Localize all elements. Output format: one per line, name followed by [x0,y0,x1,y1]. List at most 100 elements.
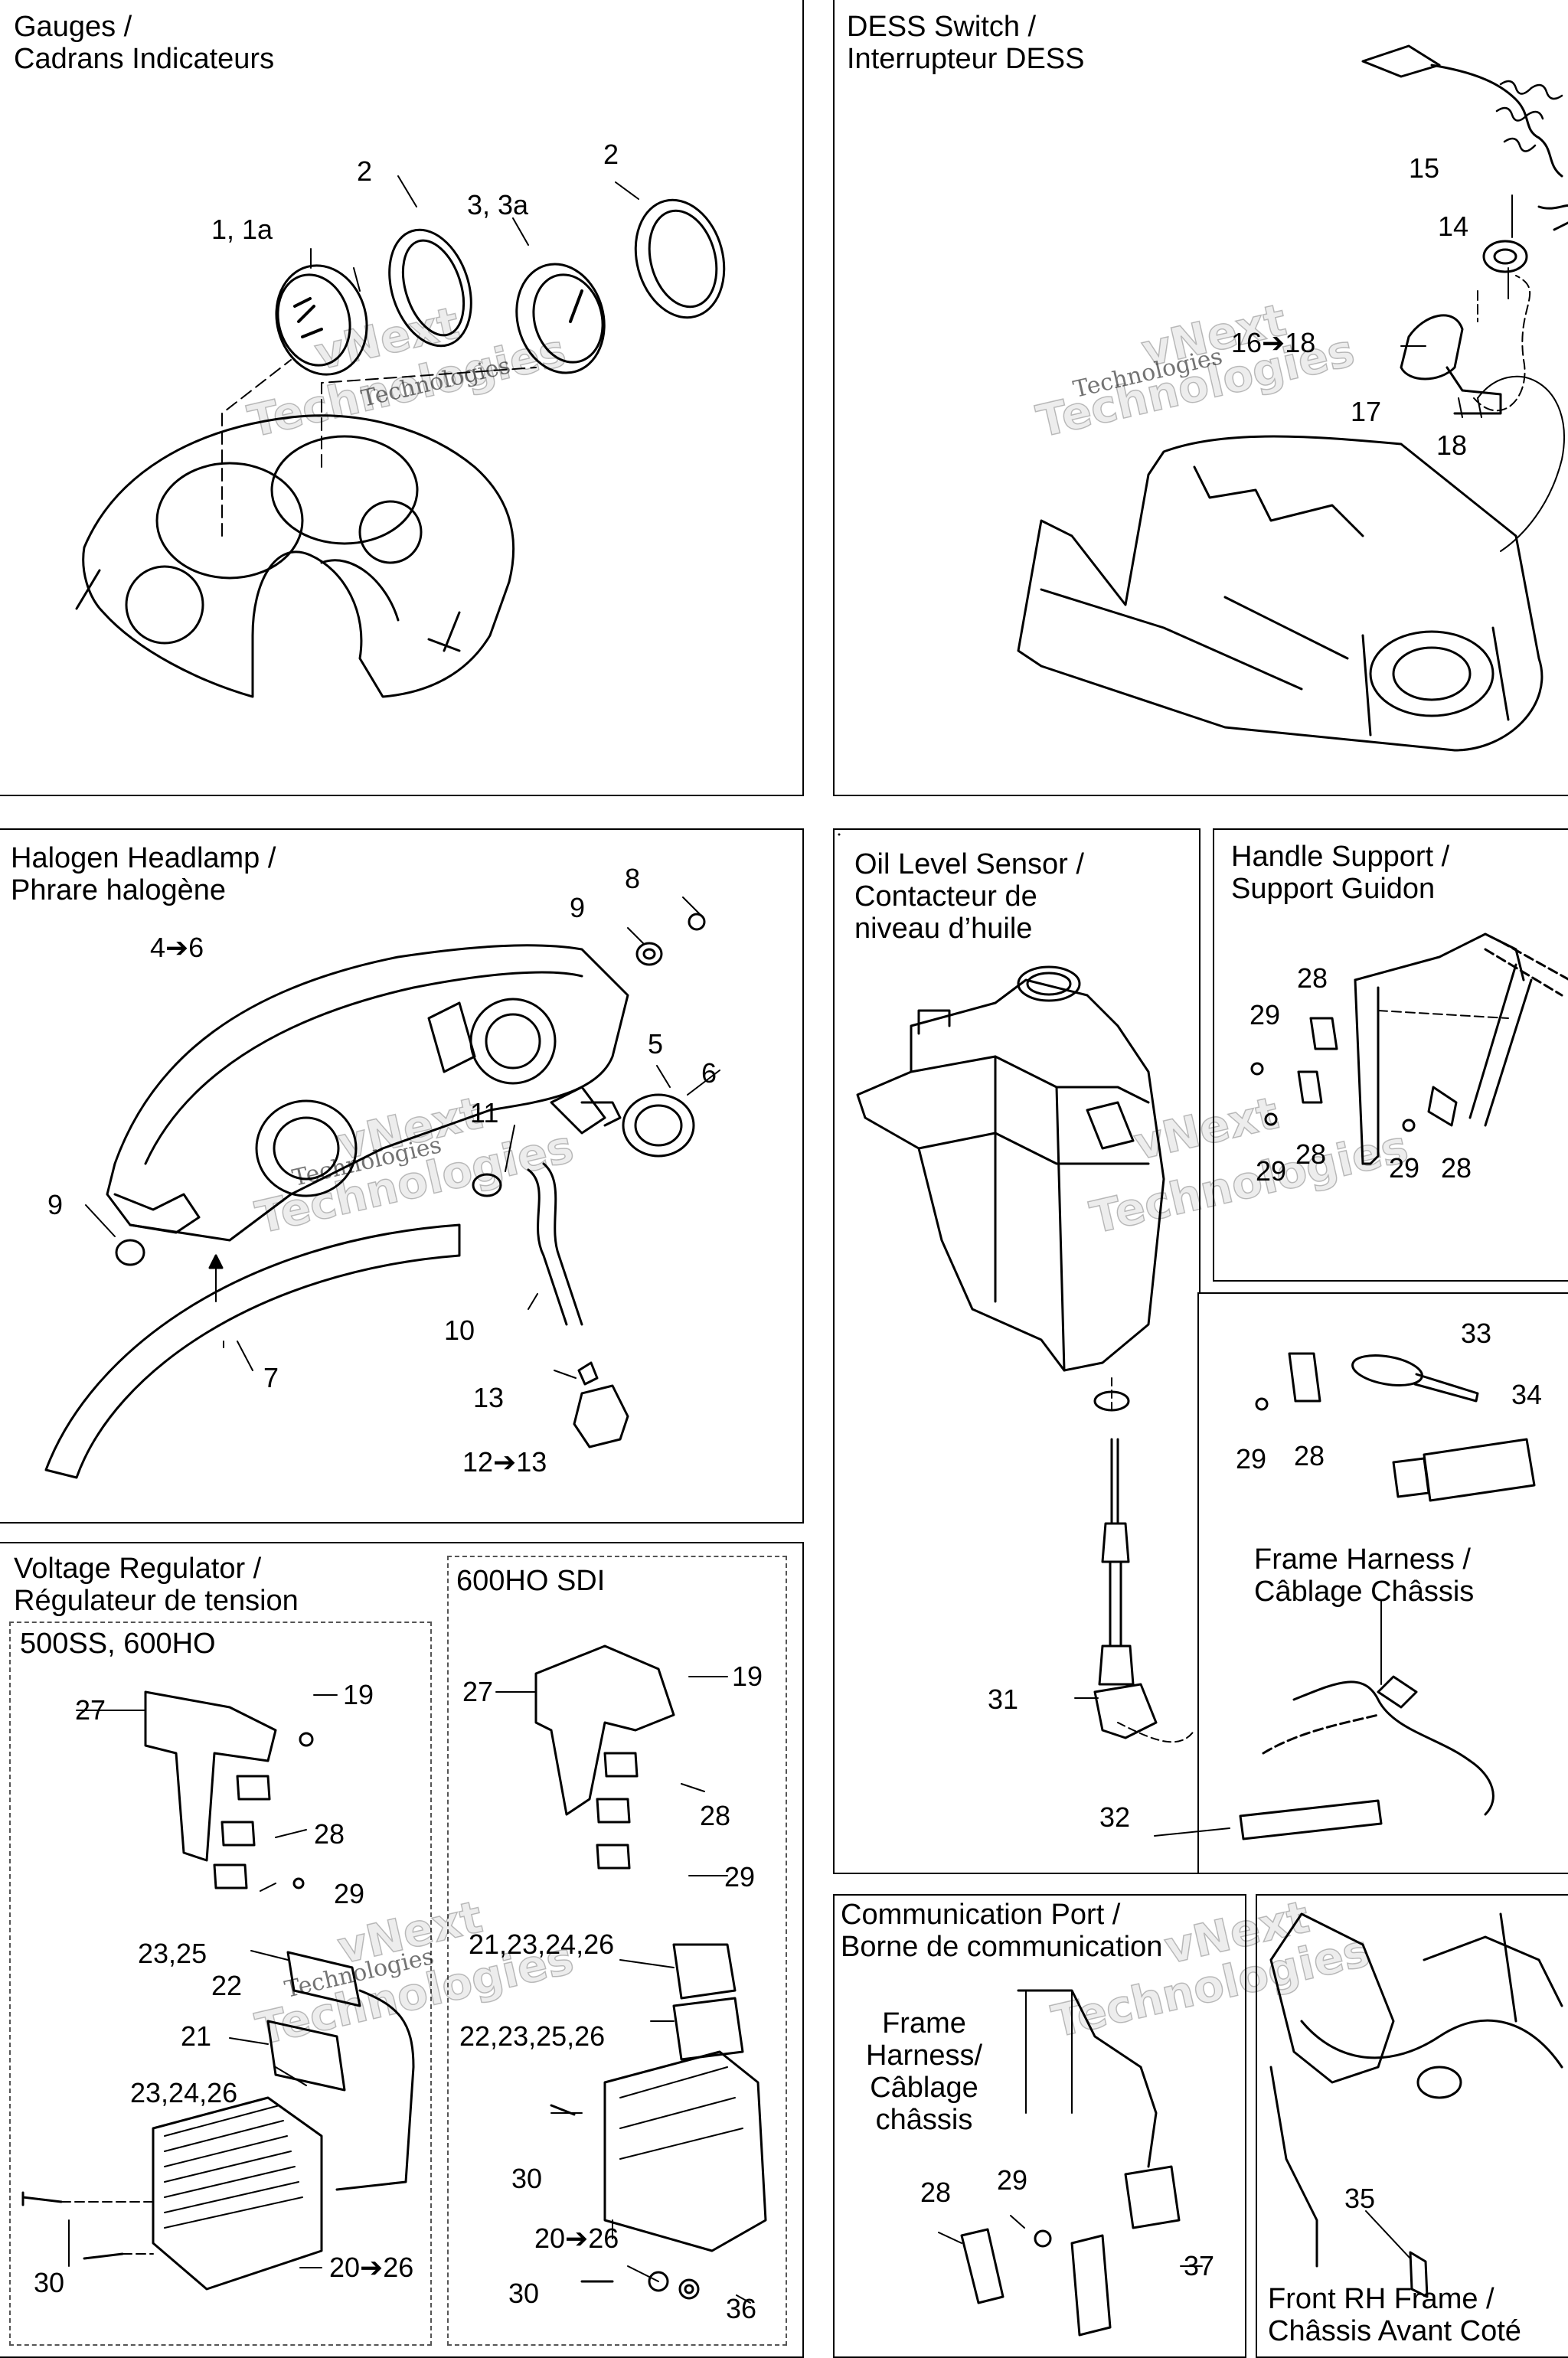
callout-28-b: 28 [1295,1138,1327,1170]
headlamp-title: Halogen Headlamp / Phrare halogène [11,842,276,906]
headlamp-bulb [550,1086,622,1135]
regulator-clips-600 [596,1752,639,1870]
oil-reservoir-tank [856,965,1165,1372]
callout-37: 37 [1184,2250,1215,2281]
callout-30-600-a: 30 [511,2163,543,2194]
callout-2-right: 2 [603,139,619,170]
regulator-bracket-600 [534,1644,675,1816]
gauges-title: Gauges / Cadrans Indicateurs [14,11,275,75]
callout-15: 15 [1409,152,1440,184]
frame-edge-trim [1409,2251,1429,2298]
callout-28-a: 28 [1297,962,1328,994]
callout-29-b: 29 [1256,1155,1287,1187]
callout-18: 18 [1436,429,1468,461]
frame-harness-title: Frame Harness / Câblage Châssis [1254,1543,1475,1608]
headlamp-vent-tube [527,1162,583,1326]
callout-33: 33 [1461,1318,1492,1349]
oil-title: Oil Level Sensor / Contacteur de niveau … [854,848,1084,945]
regulator-connectors-600 [672,1943,744,2061]
bolts-500 [21,1732,314,2260]
callout-29-500: 29 [334,1878,365,1909]
callout-28-c: 28 [1441,1152,1472,1184]
comm-connector [1070,2165,1181,2337]
regulator-connectors-500 [266,1951,415,2191]
callout-11: 11 [470,1097,499,1128]
callout-29-c: 29 [1389,1152,1420,1184]
gauge-bezel-housing [75,414,515,698]
callout-29-600: 29 [724,1861,756,1893]
callout-29-a: 29 [1250,999,1281,1030]
callout-28-ties: 28 [1294,1440,1325,1471]
regulator-clips-500 [213,1775,271,1889]
callout-30-500: 30 [34,2267,65,2298]
callout-4-6: 4➔6 [150,932,204,963]
callout-20-26-500: 20➔26 [329,2252,414,2283]
gauge-ring-left [388,228,472,348]
handle-clips [1250,1017,1458,1132]
headlamp-retainer [622,1093,695,1158]
callout-16-18: 16➔18 [1231,327,1316,358]
callout-19-600: 19 [732,1661,763,1692]
callout-23-25-500: 23,25 [138,1938,207,1969]
callout-10: 10 [444,1315,475,1346]
headlamp-housing [106,944,629,1242]
headlamp-grommets [115,913,706,1266]
callout-17: 17 [1351,396,1382,427]
harness-sleeve [1239,1799,1383,1840]
callout-28-comm: 28 [920,2177,952,2208]
frame-harness-panel [1197,1528,1568,1874]
frame-harness-cable [1262,1675,1494,1816]
oil-level-sensor [1093,1390,1158,1739]
clip-bracket [1255,1352,1321,1411]
front-rh-title: Front RH Frame / Châssis Avant Coté [1268,2283,1521,2347]
callout-1-1a: 1, 1a [211,214,273,245]
dess-switch-body [1400,314,1502,418]
voltage-panel [0,1542,804,2358]
callout-6: 6 [701,1057,717,1089]
sub-600-box [447,1556,787,2346]
voltage-regulator-500 [152,2096,323,2291]
callout-31: 31 [988,1684,1019,1715]
handle-panel [1213,828,1568,1282]
callout-5: 5 [648,1028,664,1060]
handle-title: Handle Support / Support Guidon [1231,841,1450,905]
headlamp-connector [573,1361,629,1448]
callout-28-500: 28 [314,1818,345,1850]
callout-21-500: 21 [181,2020,212,2052]
callout-14: 14 [1438,211,1469,242]
callout-7: 7 [263,1362,279,1393]
headlamp-lens-trim [44,1223,461,1479]
callout-23-24-26-500: 23,24,26 [130,2077,238,2108]
callout-19-500: 19 [343,1679,374,1710]
cable-tie [1351,1354,1479,1403]
callout-35: 35 [1344,2183,1376,2214]
callout-22-23-25-26-600: 22,23,25,26 [459,2020,606,2052]
callout-20-26-600: 20➔26 [534,2222,619,2254]
callout-21-23-24-26-600: 21,23,24,26 [469,1929,615,1960]
front-rh-frame [1269,1912,1563,2268]
comm-harness-cable [1017,1989,1158,2168]
speedometer-gauge [515,263,606,374]
callout-8: 8 [625,863,641,894]
callout-9-top: 9 [570,892,586,923]
callout-22-500: 22 [211,1970,243,2001]
sub-600-title: 600HO SDI [456,1565,606,1597]
voltage-title: Voltage Regulator / Régulateur de tensio… [14,1553,299,1617]
callout-13: 13 [473,1382,505,1413]
sub-500-box [9,1622,432,2346]
dess-lanyard-cord [1361,44,1568,231]
callout-30-600-b: 30 [508,2278,540,2309]
dess-title: DESS Switch / Interrupteur DESS [847,11,1085,75]
callout-27-500: 27 [75,1694,106,1726]
comm-harness-title: Frame Harness/ Câblage châssis [865,2007,983,2136]
sub-500-title: 500SS, 600HO [20,1628,216,1660]
gauge-ring-right [634,198,726,319]
dess-console-cover [1017,435,1544,752]
comm-title: Communication Port / Borne de communicat… [841,1899,1163,1963]
comm-clip [960,2228,1052,2304]
callout-27-600: 27 [462,1676,494,1707]
regulator-bracket-500 [144,1690,277,1862]
dess-panel [833,0,1568,796]
oil-panel [833,828,1200,1874]
